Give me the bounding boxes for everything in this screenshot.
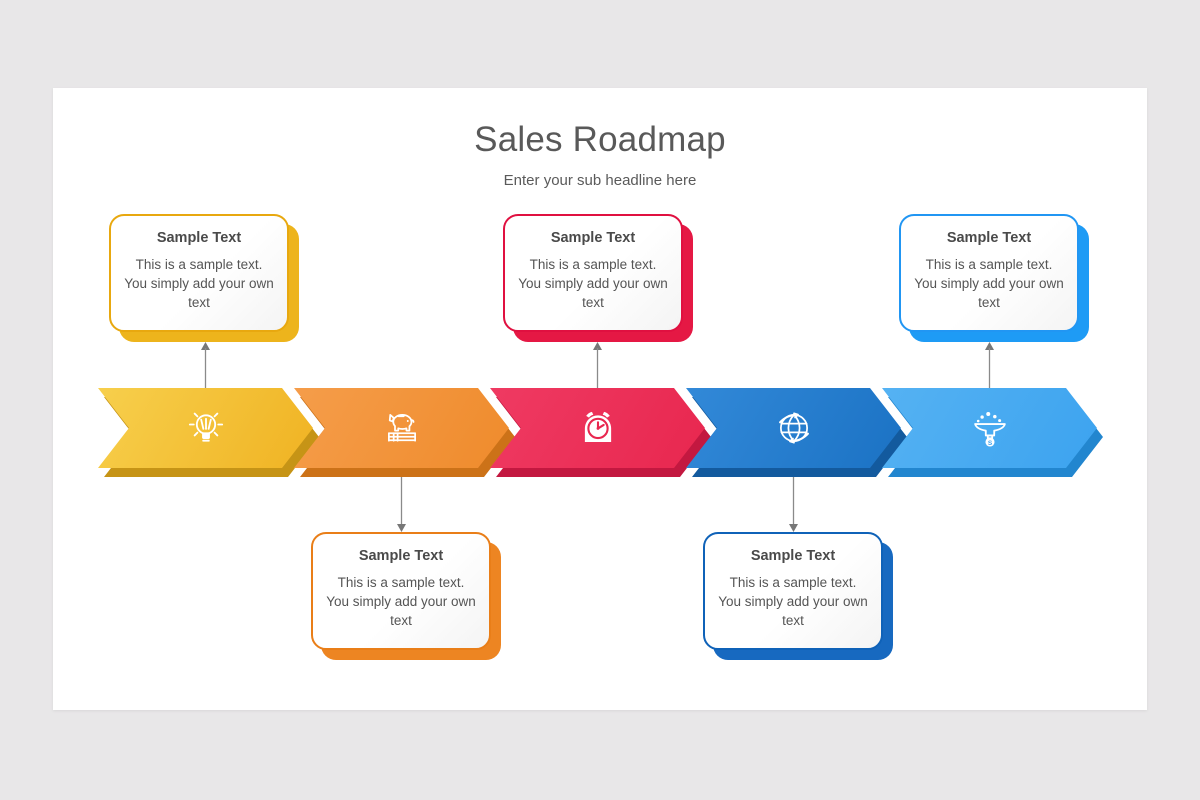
card-body: This is a sample text. You simply add yo…: [718, 575, 868, 629]
alarm-clock-icon: [584, 411, 611, 442]
lightbulb-icon: [188, 412, 223, 442]
card-title: Sample Text: [550, 230, 636, 246]
connector-arrow-step-2: [395, 477, 408, 532]
connector-line: [593, 342, 602, 388]
connector-arrow-step-3: [591, 342, 604, 388]
chevron-step-3[interactable]: [490, 388, 711, 477]
card-title: Sample Text: [750, 548, 836, 564]
connector-arrow-step-1: [199, 342, 212, 388]
connector-line: [985, 342, 994, 388]
card-title: Sample Text: [946, 230, 1032, 246]
connector-line: [201, 342, 210, 388]
chevron-face: [294, 388, 509, 468]
sales-funnel-icon: S: [973, 411, 1006, 447]
svg-text:S: S: [987, 440, 992, 447]
connector-line: [789, 477, 798, 532]
card-body: This is a sample text. You simply add yo…: [326, 575, 476, 629]
globe-arrows-icon: [778, 412, 809, 444]
chevron-face: S: [882, 388, 1097, 468]
chevron-step-1[interactable]: [98, 388, 319, 477]
chevron-face: [98, 388, 313, 468]
chevron-step-2[interactable]: [294, 388, 515, 477]
slide-canvas: Sales Roadmap Enter your sub headline he…: [53, 88, 1147, 710]
piggy-bank-books-icon: [387, 414, 416, 442]
card-body: This is a sample text. You simply add yo…: [914, 257, 1064, 311]
chevron-face: [490, 388, 705, 468]
chevron-step-4[interactable]: [686, 388, 907, 477]
page-subtitle: Enter your sub headline here: [503, 172, 697, 189]
chevron-band: S: [53, 388, 1147, 488]
connector-arrow-step-5: [983, 342, 996, 388]
card-title: Sample Text: [358, 548, 444, 564]
chevron-face: [686, 388, 901, 468]
card-title: Sample Text: [156, 230, 242, 246]
page-title: Sales Roadmap: [474, 120, 726, 159]
card-body: This is a sample text. You simply add yo…: [124, 257, 274, 311]
connector-line: [397, 477, 406, 532]
connector-arrow-step-4: [787, 477, 800, 532]
card-body: This is a sample text. You simply add yo…: [518, 257, 668, 311]
chevron-step-5[interactable]: S: [882, 388, 1103, 477]
